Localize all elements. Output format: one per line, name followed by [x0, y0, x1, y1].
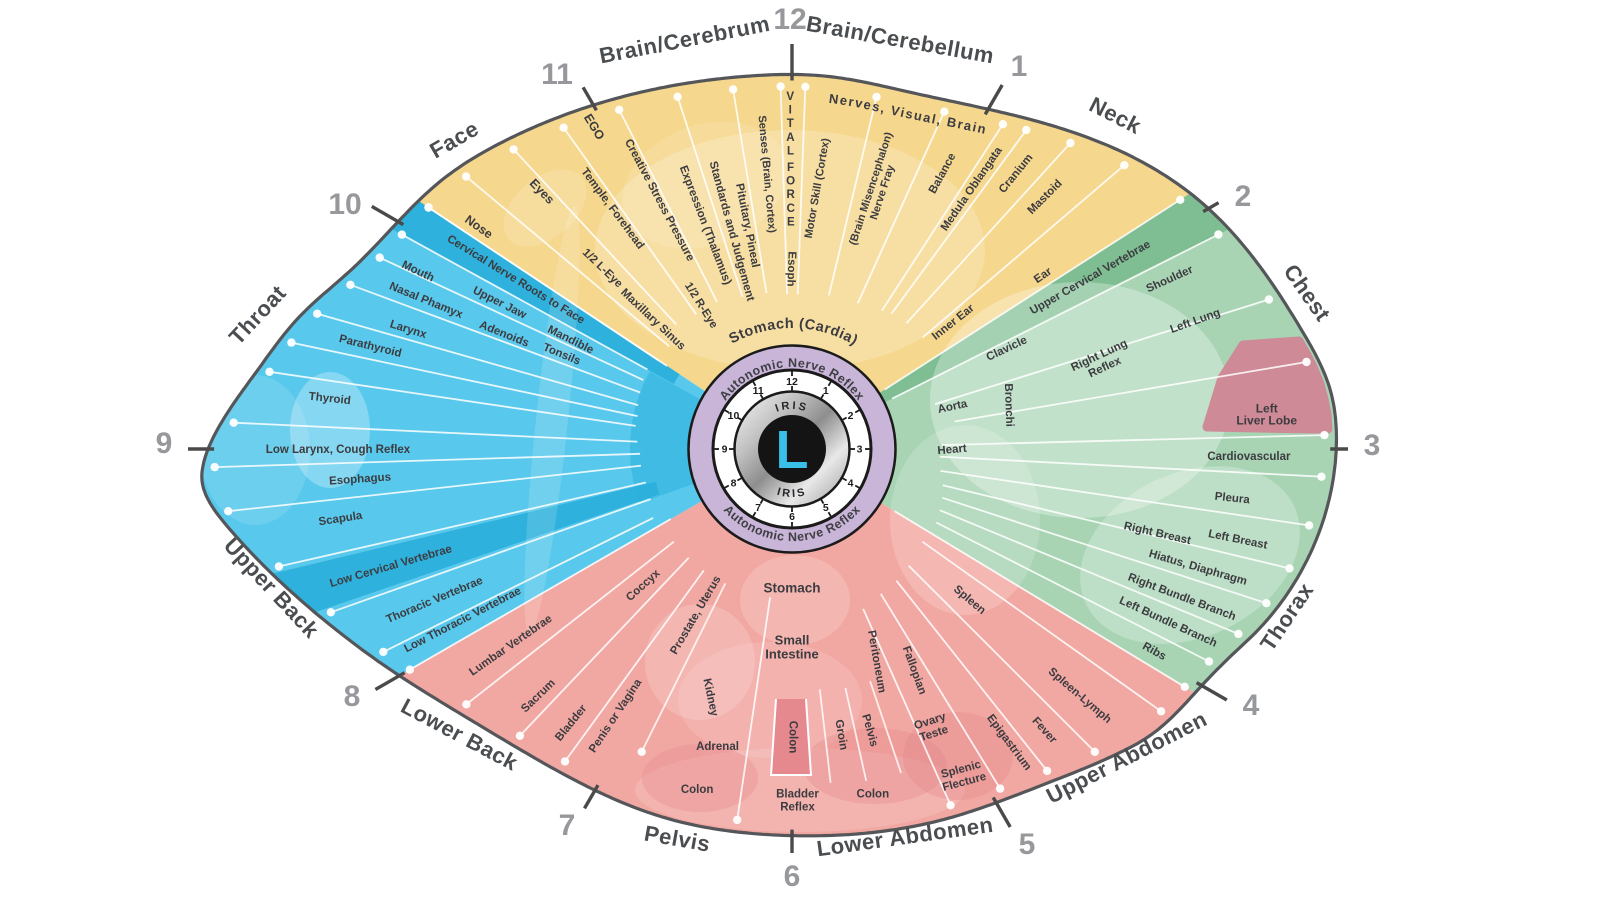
svg-text:Low Larynx, Cough Reflex: Low Larynx, Cough Reflex	[266, 444, 411, 456]
svg-text:8: 8	[731, 477, 737, 489]
svg-text:1: 1	[823, 385, 829, 397]
svg-text:Esophagus: Esophagus	[329, 471, 392, 487]
svg-text:V: V	[786, 91, 794, 103]
svg-text:L: L	[787, 145, 794, 157]
svg-text:11: 11	[541, 58, 573, 91]
svg-text:Brain/Cerebrum: Brain/Cerebrum	[597, 11, 772, 69]
svg-text:Bronchi: Bronchi	[1002, 383, 1016, 427]
svg-text:IRIS: IRIS	[776, 486, 808, 500]
svg-text:Cardiovascular: Cardiovascular	[1207, 451, 1291, 463]
svg-text:3: 3	[1364, 429, 1381, 462]
svg-text:Esoph: Esoph	[784, 251, 797, 287]
svg-text:Colon: Colon	[787, 721, 799, 754]
svg-text:Brain/Cerebellum: Brain/Cerebellum	[804, 11, 996, 69]
svg-text:3: 3	[857, 444, 863, 456]
svg-text:Neck: Neck	[1085, 92, 1145, 139]
svg-text:F: F	[787, 162, 794, 174]
svg-text:2: 2	[848, 410, 854, 422]
svg-text:4: 4	[1243, 689, 1260, 722]
svg-text:Colon: Colon	[857, 789, 890, 801]
svg-text:10: 10	[728, 410, 740, 422]
svg-text:Pleura: Pleura	[1214, 491, 1251, 507]
svg-text:7: 7	[755, 502, 761, 514]
svg-text:6: 6	[789, 511, 795, 523]
svg-text:9: 9	[156, 427, 173, 460]
svg-text:Groin: Groin	[832, 719, 849, 751]
svg-text:6: 6	[784, 860, 801, 893]
svg-text:Adrenal: Adrenal	[696, 741, 739, 753]
svg-text:12: 12	[773, 3, 806, 36]
svg-text:Heart: Heart	[937, 443, 968, 458]
svg-text:O: O	[786, 176, 795, 188]
svg-text:5: 5	[823, 502, 829, 514]
svg-text:12: 12	[786, 376, 798, 388]
svg-text:10: 10	[328, 188, 361, 221]
svg-text:4: 4	[848, 477, 854, 489]
svg-text:9: 9	[722, 444, 728, 456]
svg-text:T: T	[787, 118, 794, 130]
svg-text:5: 5	[1019, 828, 1036, 861]
svg-text:E: E	[787, 216, 795, 228]
svg-text:2: 2	[1235, 180, 1252, 213]
svg-text:8: 8	[344, 680, 361, 713]
svg-text:A: A	[786, 132, 794, 144]
svg-text:11: 11	[753, 385, 764, 397]
svg-text:C: C	[787, 203, 795, 215]
svg-text:Thyroid: Thyroid	[308, 391, 351, 408]
svg-text:Stomach: Stomach	[763, 581, 820, 596]
svg-text:I: I	[789, 105, 792, 117]
svg-text:1: 1	[1011, 50, 1028, 83]
svg-text:Colon: Colon	[681, 784, 714, 796]
svg-text:L: L	[776, 420, 809, 480]
svg-text:7: 7	[559, 809, 576, 842]
svg-text:R: R	[787, 189, 796, 201]
